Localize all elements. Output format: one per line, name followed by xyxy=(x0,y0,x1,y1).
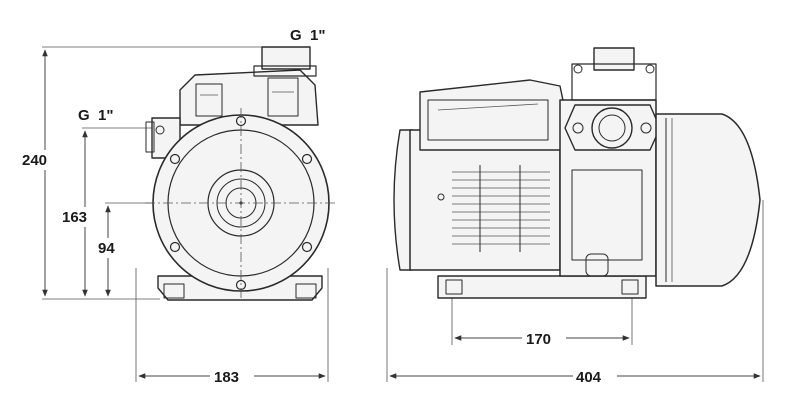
front-view xyxy=(42,46,337,382)
dim-base-hole-spacing: 170 xyxy=(526,331,551,348)
dim-total-height: 240 xyxy=(22,152,47,169)
dim-inlet-height: 163 xyxy=(62,209,87,226)
dim-shaft-height: 94 xyxy=(98,240,115,257)
side-view xyxy=(386,47,764,382)
dim-front-width: 183 xyxy=(214,369,239,386)
inlet-connection-label: G 1" xyxy=(78,107,113,124)
cooling-fins xyxy=(452,165,550,252)
dim-total-length: 404 xyxy=(576,369,602,386)
outlet-connection-label: G 1" xyxy=(290,27,325,44)
